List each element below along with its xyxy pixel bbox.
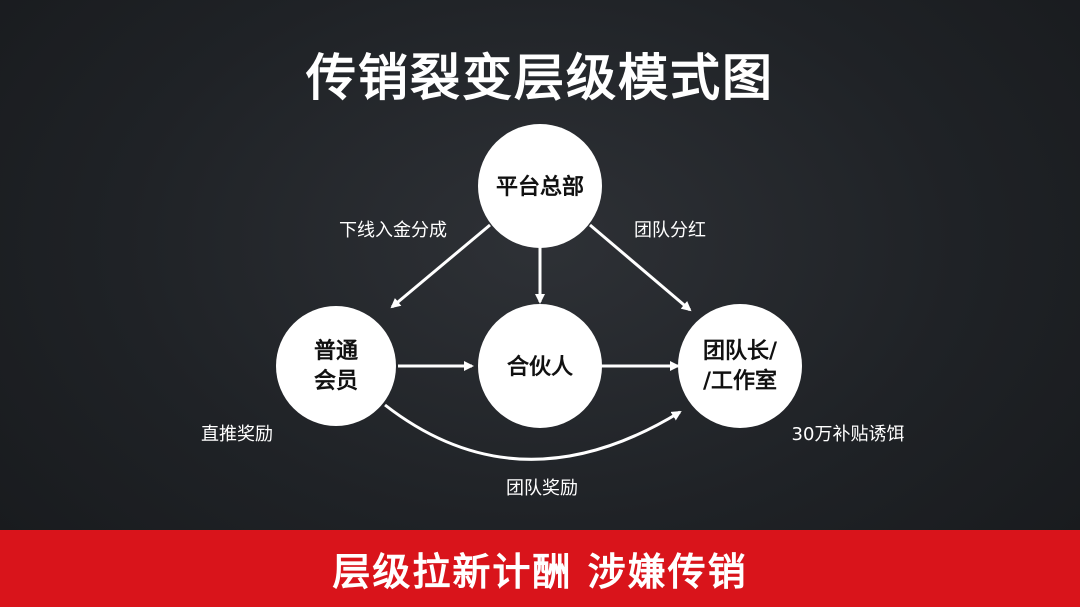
node-regular-member-label-2: 会员 (314, 368, 358, 394)
node-team-leader-label-1: 团队长/ (703, 339, 778, 364)
edge-hq-to-member (390, 223, 491, 309)
node-platform-hq: 平台总部 (478, 124, 602, 248)
node-regular-member: 普通 会员 (276, 306, 396, 426)
node-platform-hq-label: 平台总部 (496, 174, 584, 200)
node-team-leader-label-2: /工作室 (703, 368, 777, 394)
page-title: 传销裂变层级模式图 (306, 49, 774, 107)
edge-label-downline-share: 下线入金分成 (339, 220, 447, 241)
edge-hq-to-leader (589, 223, 692, 312)
node-team-leader: 团队长/ /工作室 (678, 304, 802, 428)
edge-label-subsidy-bait: 30万补贴诱饵 (792, 424, 905, 445)
node-regular-member-label-1: 普通 (314, 338, 358, 364)
flow-diagram: 平台总部 普通 会员 合伙人 团队长/ /工作室 下线入金分成 团队分红 直推奖… (201, 124, 905, 499)
warning-banner: 层级拉新计酬 涉嫌传销 (0, 530, 1080, 607)
node-partner: 合伙人 (478, 304, 602, 428)
edge-member-to-leader-curve (384, 403, 682, 461)
node-partner-label: 合伙人 (507, 354, 573, 380)
edge-label-team-dividend: 团队分红 (634, 220, 706, 241)
edge-label-team-reward: 团队奖励 (506, 478, 578, 499)
warning-banner-text: 层级拉新计酬 涉嫌传销 (332, 550, 748, 594)
edge-label-direct-reward: 直推奖励 (201, 424, 273, 445)
